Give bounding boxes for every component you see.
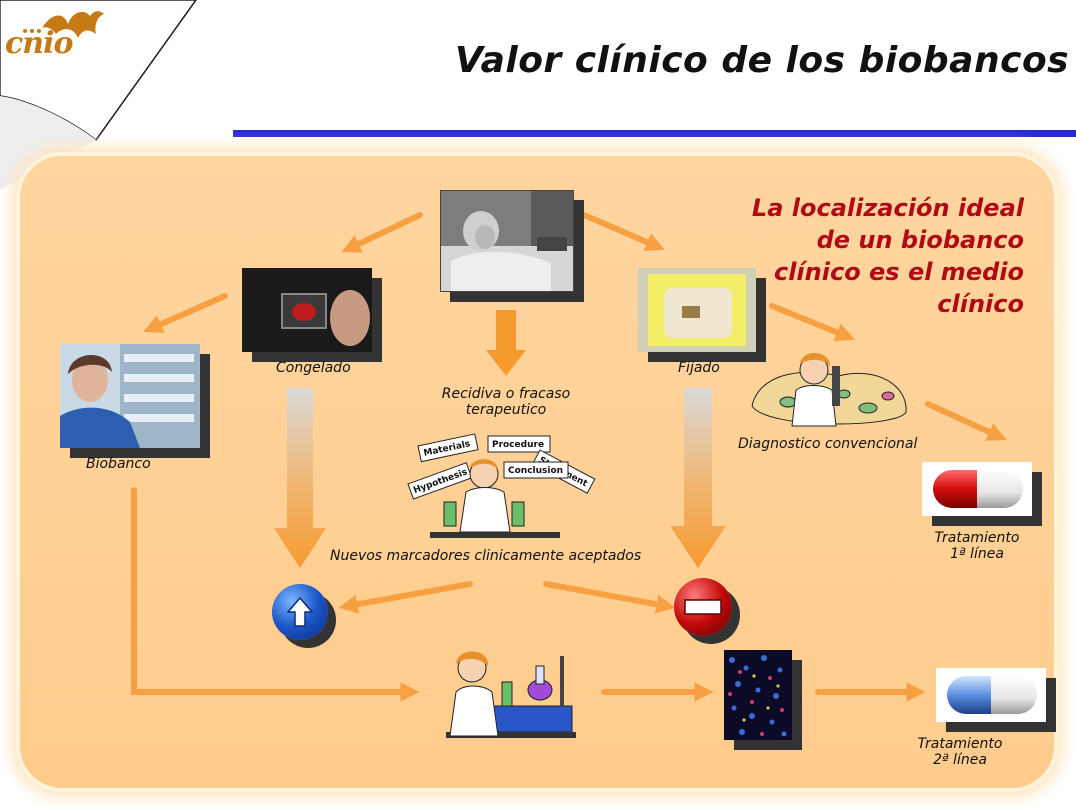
- note-line: clínico es el medio: [773, 258, 1024, 286]
- note-line: clínico: [937, 290, 1024, 318]
- increase-button[interactable]: [272, 584, 328, 640]
- label-marcadores: Nuevos marcadores clinicamente aceptados: [330, 548, 642, 564]
- label-congelado: Congelado: [276, 360, 351, 376]
- minus-icon: [684, 599, 722, 615]
- arrow-up-icon: [286, 596, 314, 627]
- label-fijado: Fijado: [678, 360, 720, 376]
- title-underline: [233, 130, 1076, 137]
- label-tratamiento-2-line2: 2ª línea: [933, 752, 987, 768]
- label-tratamiento-1: Tratamiento 1ª línea: [916, 530, 1038, 562]
- arrow-marcadores-to-up: [338, 581, 473, 614]
- page-corner-curl: [0, 0, 197, 190]
- label-recidiva-line1: Recidiva o fracaso: [441, 386, 571, 402]
- note-line: de un biobanco: [816, 226, 1024, 254]
- arrow-congelado-down: [274, 388, 326, 568]
- arrow-patient-to-fijado: [581, 212, 665, 252]
- arrow-diagnostico-to-tratamiento1: [925, 401, 1007, 441]
- clipart-word: Procedure: [492, 440, 544, 450]
- arrow-patient-to-congelado: [341, 212, 423, 253]
- biobank-photo: [60, 344, 200, 448]
- research-scientist-clipart: Materials Procedure Hypothesis Statement…: [400, 432, 610, 544]
- clipart-word: Conclusion: [508, 466, 563, 476]
- logo-dots-icon: [23, 29, 41, 33]
- label-tratamiento-1-line1: Tratamiento: [934, 530, 1020, 546]
- red-pill-photo: [922, 462, 1032, 516]
- fixed-sample-photo: [638, 268, 756, 352]
- biobank-location-note: La localización ideal de un biobanco clí…: [700, 192, 1024, 320]
- label-recidiva-line2: terapeutico: [465, 402, 547, 418]
- label-tratamiento-2: Tratamiento 2ª línea: [898, 736, 1022, 768]
- label-diagnostico: Diagnostico convencional: [738, 436, 918, 452]
- frozen-sample-photo: [242, 268, 372, 352]
- lab-scientist-clipart: [432, 646, 582, 746]
- label-tratamiento-2-line1: Tratamiento: [917, 736, 1003, 752]
- note-line: La localización ideal: [751, 194, 1024, 222]
- logo-text: cnio: [5, 26, 73, 61]
- label-biobanco: Biobanco: [86, 456, 151, 472]
- arrow-marcadores-to-minus: [543, 581, 676, 614]
- arrow-patient-down: [486, 310, 526, 376]
- page-title: Valor clínico de los biobancos: [455, 40, 1070, 81]
- tissue-stain-image: [724, 650, 792, 740]
- arrow-biobanco-to-lab: [131, 487, 420, 702]
- cnio-logo: cnio: [0, 0, 110, 70]
- label-recidiva: Recidiva o fracaso terapeutico: [420, 386, 592, 418]
- logo-swirl-icon: [42, 11, 104, 38]
- arrow-congelado-to-biobanco: [143, 293, 228, 333]
- arrow-fijado-to-diagnostico: [769, 303, 855, 342]
- patient-photo: [440, 190, 574, 292]
- label-tratamiento-1-line2: 1ª línea: [950, 546, 1004, 562]
- blue-pill-photo: [936, 668, 1046, 722]
- decrease-button[interactable]: [674, 578, 732, 636]
- arrow-fijado-down: [670, 388, 726, 568]
- microscope-scientist-clipart: [748, 346, 912, 436]
